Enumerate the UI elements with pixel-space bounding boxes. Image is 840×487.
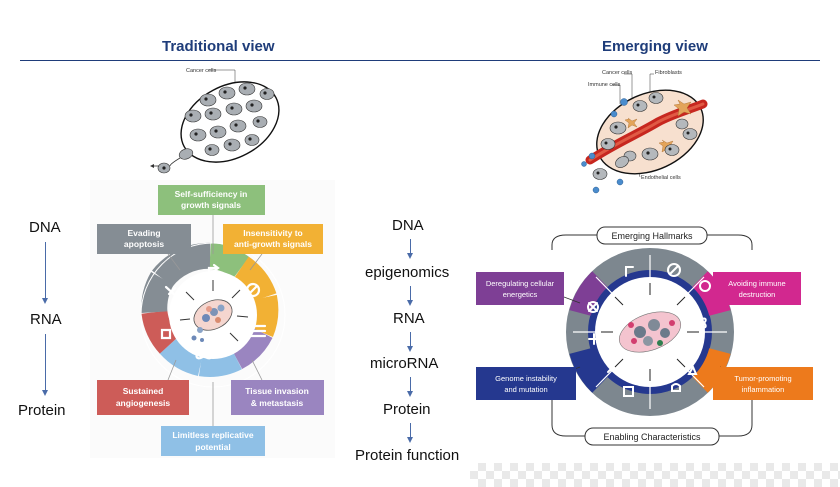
left-protein-label: Protein: [18, 402, 66, 419]
self-sufficiency-line1: Self-sufficiency in: [175, 189, 248, 199]
left-arrow-rna-protein: [42, 334, 48, 396]
left-arrow-dna-rna: [42, 242, 48, 304]
tissue-invasion-line1: Tissue invasion: [245, 386, 309, 396]
fibroblasts-label: Fibroblasts: [655, 70, 682, 76]
self-sufficiency-line2: growth signals: [181, 200, 241, 210]
right-protein-function-label: Protein function: [355, 447, 460, 464]
no-entry-icon: [245, 282, 261, 298]
emerging-growth-arrow-icon: [625, 266, 634, 277]
infinity-icon: [195, 352, 213, 360]
apoptosis-cross-icon: [164, 285, 179, 299]
right-rna-label: RNA: [393, 310, 425, 327]
right-arrow-3: [407, 332, 413, 352]
insensitivity-line1: Insensitivity to: [243, 228, 303, 238]
ring-icons: [160, 263, 267, 360]
emerging-cancer-cells-label: Cancer cells: [602, 70, 633, 76]
sustained-angiogenesis-line2: angiogenesis: [116, 398, 171, 408]
left-rna-label: RNA: [30, 311, 62, 328]
tissue-invasion-box: [231, 380, 324, 415]
traditional-tumor-illustration: Cancer cells: [150, 68, 280, 174]
lock-icon: [671, 383, 681, 392]
avoiding-immune-line1: Avoiding immune: [728, 279, 785, 288]
hallmarks-diagram: Self-sufficiency in growth signals Evadi…: [90, 180, 335, 458]
avoiding-immune-line2: destruction: [739, 290, 776, 299]
sustained-angiogenesis-box: [97, 380, 189, 415]
self-sufficiency-box: [158, 185, 265, 215]
tumor-promoting-line1: Tumor-promoting: [734, 374, 791, 383]
tissue-invasion-line2: & metastasis: [251, 398, 304, 408]
dna-icon: [607, 363, 619, 373]
genome-instability-box: [476, 367, 576, 400]
evading-apoptosis-box: [97, 224, 191, 254]
immune-cells: [581, 98, 628, 194]
invasion-lines-icon: [249, 324, 267, 338]
deregulating-line2: energetics: [503, 290, 538, 299]
emerging-infinity-icon: [701, 317, 707, 329]
right-arrow-1: [407, 239, 413, 259]
title-divider: [20, 60, 820, 61]
cancer-cells: [157, 82, 275, 174]
evading-apoptosis-line1: Evading: [127, 228, 160, 238]
emerging-hallmarks-diagram: Emerging Hallmarks Enabling Characterist…: [468, 215, 840, 463]
transparency-background: [470, 463, 840, 487]
emerging-ring-icons: [587, 263, 711, 397]
immune-target-icon: [699, 280, 711, 292]
right-protein-label: Protein: [383, 401, 431, 418]
right-arrow-5: [407, 423, 413, 443]
right-microrna-label: microRNA: [370, 355, 439, 372]
genome-instability-line1: Genome instability: [495, 374, 557, 383]
avoiding-immune-box: [713, 272, 801, 305]
traditional-view-title: Traditional view: [162, 38, 275, 55]
deregulating-box: [476, 272, 564, 305]
insensitivity-line2: anti-growth signals: [234, 239, 312, 249]
right-arrow-2: [407, 286, 413, 306]
sustained-angiogenesis-line1: Sustained: [123, 386, 164, 396]
limitless-replicative-line2: potential: [195, 442, 230, 452]
emerging-hallmarks-pill: [596, 226, 708, 245]
enabling-characteristics-footer: Enabling Characteristics: [603, 432, 701, 442]
endothelial-cells-label: Endothelial cells: [641, 175, 681, 181]
right-dna-label: DNA: [392, 217, 424, 234]
emerging-inward-arrows: [601, 283, 699, 381]
emerging-tumor-illustration: Cancer cells Fibroblasts Immune cells En…: [581, 70, 708, 194]
right-epigenomics-label: epigenomics: [365, 264, 450, 281]
cancer-cells-label: Cancer cells: [186, 68, 217, 74]
angiogenesis-icon: [623, 386, 634, 397]
growth-arrowhead-icon: [212, 263, 220, 273]
connector-lines: [167, 215, 263, 426]
right-arrow-4: [407, 377, 413, 397]
center-tumor-cells: [191, 299, 233, 342]
emerging-cancer-cells: [592, 92, 698, 180]
vessel-icon: [160, 328, 172, 340]
evading-apoptosis-line2: apoptosis: [124, 239, 164, 249]
energetics-icon: [588, 302, 598, 312]
inward-arrows: [179, 280, 249, 342]
genome-instability-line2: and mutation: [504, 385, 547, 394]
emerging-hallmarks-header: Emerging Hallmarks: [611, 231, 693, 241]
tumor-outline: [180, 81, 280, 163]
immune-cells-label: Immune cells: [588, 82, 621, 88]
emerging-colored-sectors: [569, 271, 731, 393]
insensitivity-box: [223, 224, 323, 254]
tumor-promoting-line2: inflammation: [742, 385, 785, 394]
flame-icon: [687, 364, 698, 375]
emerging-view-title: Emerging view: [602, 38, 708, 55]
limitless-replicative-line1: Limitless replicative: [172, 430, 254, 440]
enabling-characteristics-pill: [584, 427, 720, 446]
left-dna-label: DNA: [29, 219, 61, 236]
growth-arrow-icon: [207, 266, 218, 281]
deregulating-line1: Deregulating cellular: [486, 279, 555, 288]
tumor-promoting-box: [713, 367, 813, 400]
limitless-replicative-box: [161, 426, 265, 456]
emerging-no-entry-icon: [667, 263, 681, 277]
emerging-apoptosis-icon: [588, 333, 600, 345]
emerging-center-cells: [619, 311, 681, 353]
